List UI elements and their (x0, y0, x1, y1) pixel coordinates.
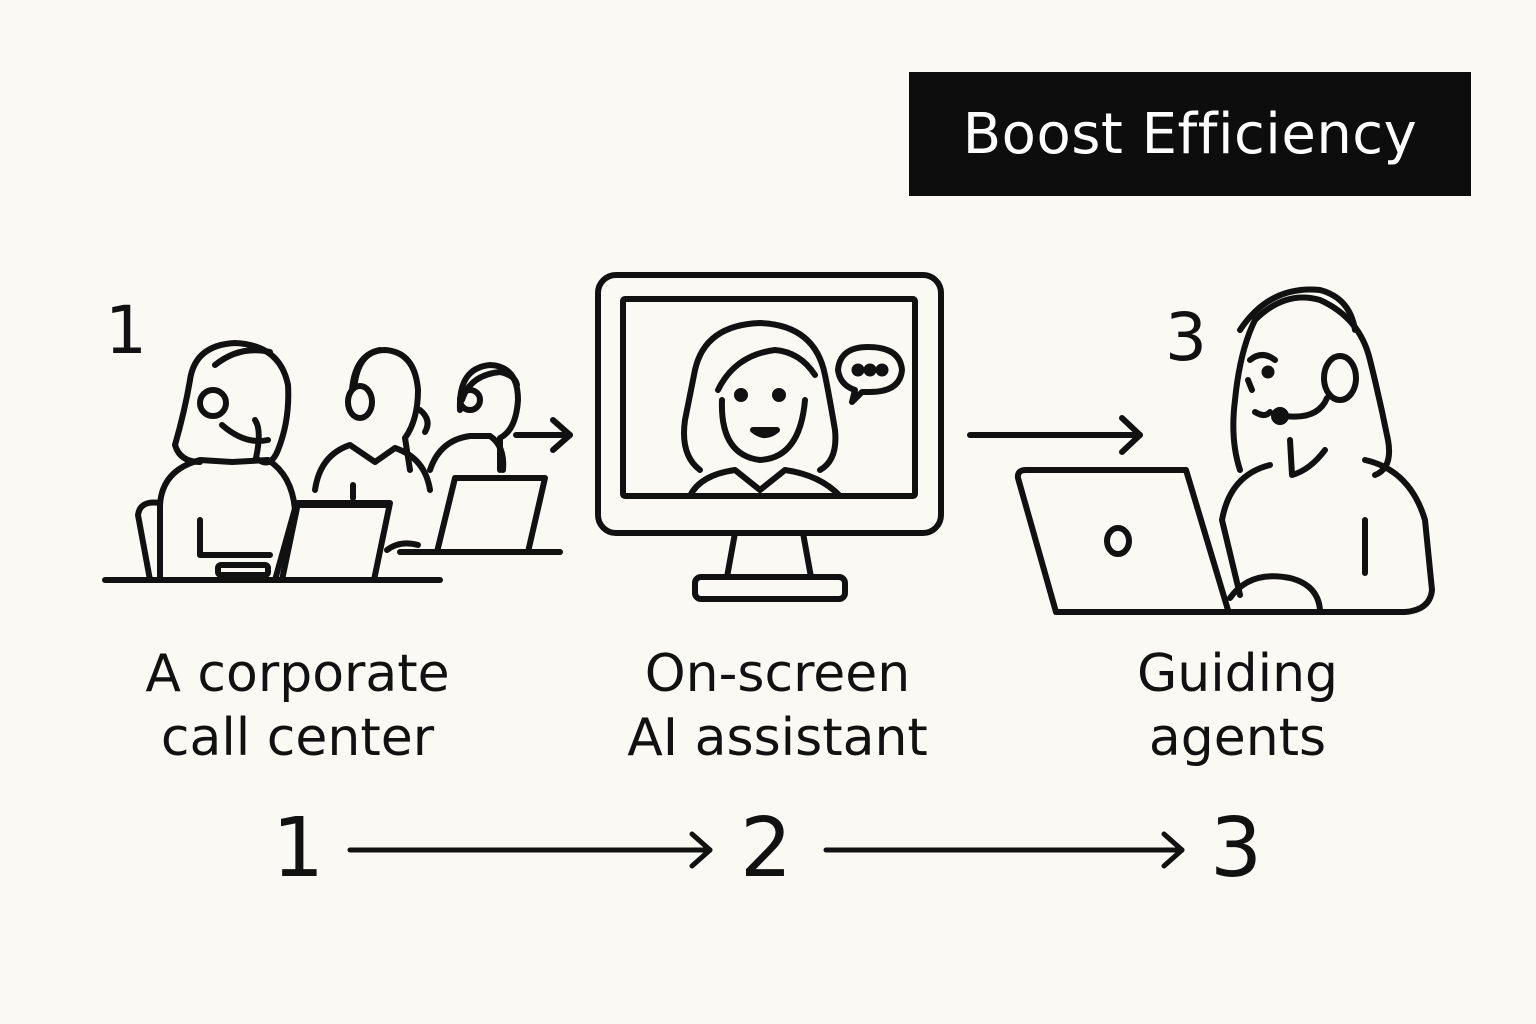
caption-call-center: A corporate call center (135, 642, 460, 770)
sequence-arrow-2-to-3 (823, 831, 1185, 869)
ai-assistant-monitor-icon (595, 272, 944, 602)
arrow-to-agents (967, 415, 1143, 455)
sequence-number-3: 3 (1210, 801, 1263, 896)
caption-line: On-screen (644, 644, 911, 704)
arrow-to-assistant (513, 417, 573, 453)
caption-line: AI assistant (627, 708, 928, 768)
headset-agent-laptop-icon (1014, 286, 1435, 615)
caption-guiding-agents: Guiding agents (1090, 642, 1385, 770)
step-number-1: 1 (105, 292, 147, 369)
caption-ai-assistant: On-screen AI assistant (615, 642, 940, 770)
sequence-arrow-1-to-2 (347, 831, 713, 869)
caption-line: Guiding (1136, 644, 1339, 704)
caption-line: agents (1148, 708, 1327, 768)
call-center-team-icon (102, 340, 563, 583)
sequence-number-2: 2 (740, 801, 793, 896)
sequence-number-1: 1 (272, 801, 325, 896)
step-number-3: 3 (1165, 299, 1207, 376)
caption-line: call center (160, 708, 435, 768)
caption-line: A corporate (145, 644, 450, 704)
boost-efficiency-badge: Boost Efficiency (909, 72, 1471, 196)
